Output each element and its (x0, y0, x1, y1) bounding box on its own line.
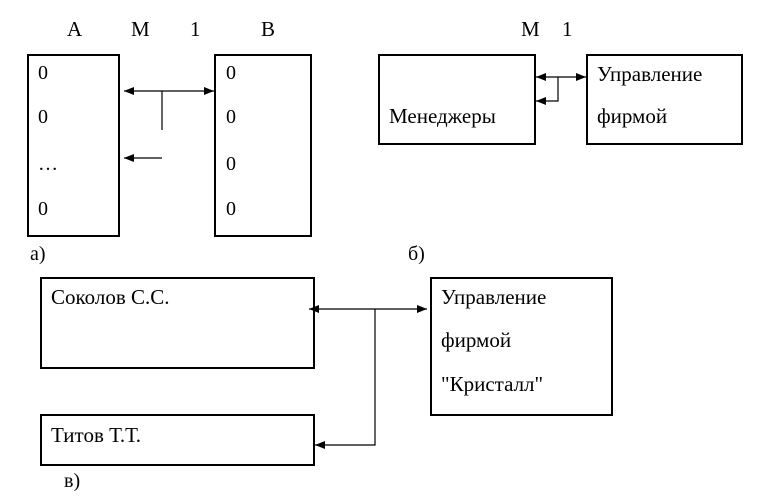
branch-arrow-b (536, 77, 559, 105)
entity-a-value-4: 0 (38, 198, 48, 220)
crystal-firm-label-line3: "Кристалл" (441, 372, 543, 396)
crystal-firm-box (430, 277, 613, 416)
titov-box (40, 414, 315, 466)
part-a-diagram: А М 1 В 0 0 … 0 0 0 0 0 а) (27, 17, 312, 265)
managers-label: Менеджеры (389, 104, 496, 128)
sokolov-box (40, 277, 315, 369)
caption-b: б) (408, 243, 425, 265)
cardinality-one-label: 1 (190, 17, 201, 41)
managers-box (378, 54, 536, 145)
crystal-firm-label-line1: Управление (441, 285, 546, 309)
entity-a-ellipsis: … (38, 153, 58, 175)
firm-management-label-line1: Управление (597, 62, 702, 86)
entity-b-box (214, 54, 312, 237)
entity-b-header: В (261, 17, 275, 41)
arrow-to-titov (315, 309, 376, 449)
sokolov-label: Соколов С.С. (51, 285, 170, 309)
titov-label: Титов Т.Т. (51, 423, 141, 447)
cardinality-many-label-b: М (521, 17, 540, 41)
caption-c: в) (64, 470, 80, 492)
part-b-diagram: М 1 Менеджеры Управление фирмой б) (378, 17, 743, 265)
entity-b-value-1: 0 (226, 62, 236, 84)
entity-a-header: А (67, 17, 83, 41)
entity-b-value-4: 0 (226, 198, 236, 220)
entity-a-value-2: 0 (38, 106, 48, 128)
entity-a-value-1: 0 (38, 62, 48, 84)
firm-management-box (586, 54, 743, 145)
cardinality-one-label-b: 1 (562, 17, 573, 41)
entity-b-value-3: 0 (226, 153, 236, 175)
entity-a-box (27, 54, 120, 237)
cardinality-many-label: М (131, 17, 150, 41)
caption-a: а) (30, 243, 46, 265)
firm-management-label-line2: фирмой (597, 104, 667, 128)
crystal-firm-label-line2: фирмой (441, 328, 511, 352)
part-c-diagram: Соколов С.С. Титов Т.Т. Управление фирмо… (40, 277, 613, 492)
entity-b-value-2: 0 (226, 106, 236, 128)
